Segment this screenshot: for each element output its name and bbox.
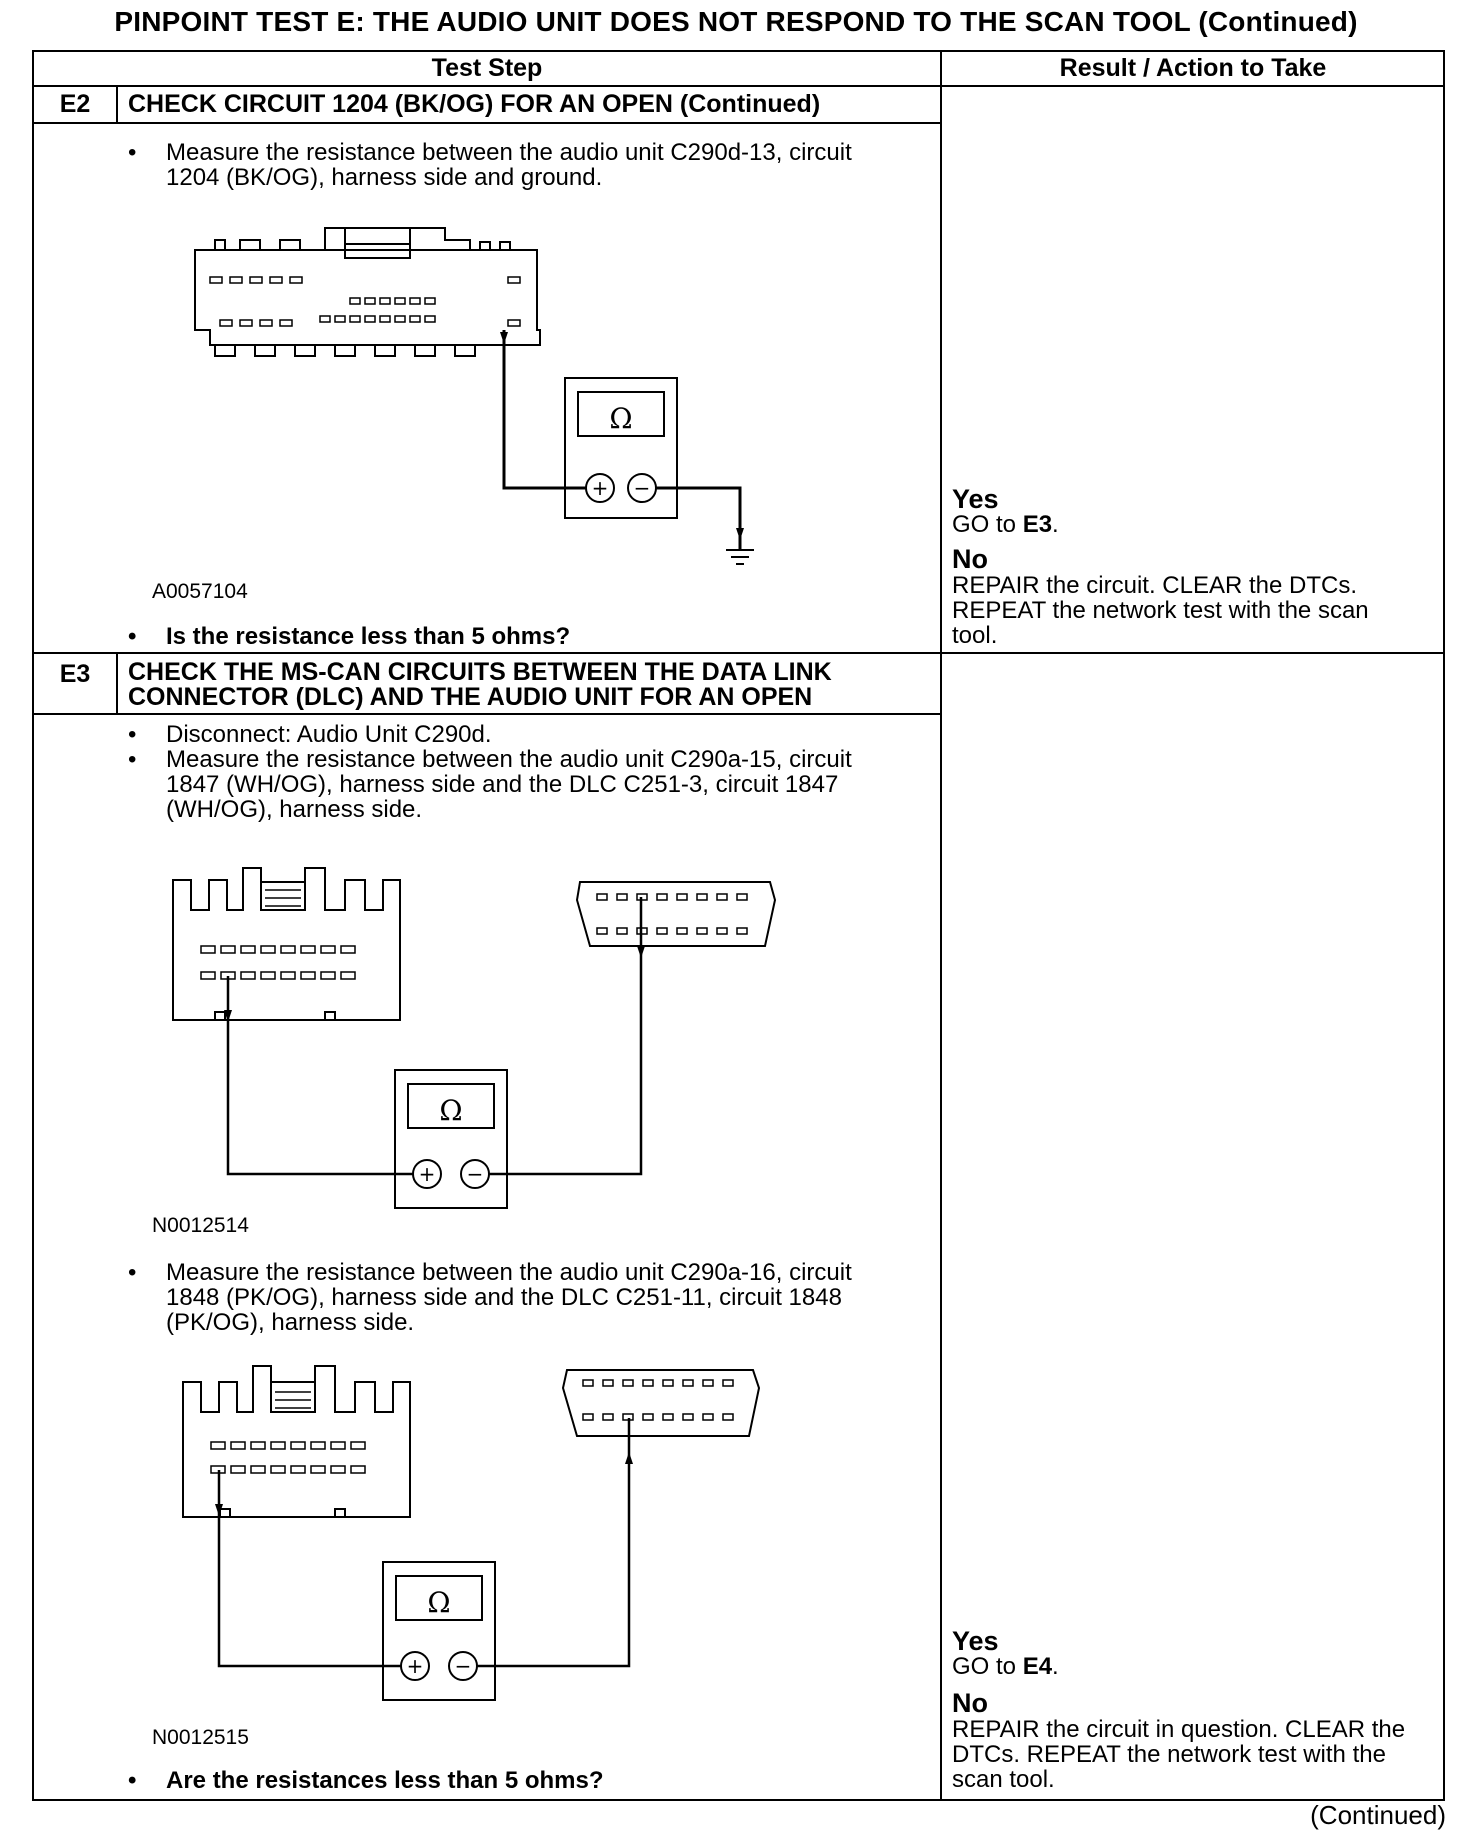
e2-step-id: E2 bbox=[59, 90, 91, 118]
e2-no-line3: tool. bbox=[952, 622, 998, 649]
ohm-symbol: Ω bbox=[609, 402, 632, 435]
continued-note: (Continued) bbox=[1310, 1800, 1446, 1830]
e3-measure1-line3: (WH/OG), harness side. bbox=[166, 796, 423, 823]
column-divider bbox=[940, 50, 942, 1801]
minus-icon: − bbox=[634, 476, 651, 500]
minus-icon: − bbox=[455, 1654, 472, 1678]
plus-icon: + bbox=[407, 1654, 424, 1678]
e2-yes-label: Yes bbox=[952, 484, 999, 514]
test-table bbox=[32, 50, 1445, 1801]
header-result: Result / Action to Take bbox=[1059, 54, 1327, 82]
bullet: • bbox=[128, 139, 137, 166]
e3-question: Are the resistances less than 5 ohms? bbox=[166, 1767, 604, 1794]
e2-question: Is the resistance less than 5 ohms? bbox=[166, 623, 571, 650]
bullet: • bbox=[128, 746, 137, 773]
e2-instruction-line1: Measure the resistance between the audio… bbox=[166, 139, 852, 166]
e3-no-label: No bbox=[952, 1688, 988, 1718]
e3-no-line3: scan tool. bbox=[952, 1766, 1055, 1793]
e3-title-rule bbox=[32, 713, 941, 715]
e3-figure2-id: N0012515 bbox=[152, 1726, 249, 1749]
header-test-step: Test Step bbox=[431, 54, 543, 82]
bullet: • bbox=[128, 721, 137, 748]
e3-yes-target: E4 bbox=[1022, 1653, 1053, 1680]
e2-no-line2: REPEAT the network test with the scan bbox=[952, 597, 1369, 624]
plus-icon: + bbox=[419, 1162, 436, 1186]
bullet: • bbox=[128, 1767, 137, 1794]
e3-measure1-line2: 1847 (WH/OG), harness side and the DLC C… bbox=[166, 771, 839, 798]
ohm-symbol: Ω bbox=[439, 1094, 462, 1127]
e3-step-id: E3 bbox=[59, 660, 91, 688]
e2-wiring-diagram: Ω + − bbox=[194, 227, 754, 565]
e3-no-line1: REPAIR the circuit in question. CLEAR th… bbox=[952, 1716, 1406, 1743]
e2-no-line1: REPAIR the circuit. CLEAR the DTCs. bbox=[952, 572, 1357, 599]
e3-yes-action: GO to E4. bbox=[952, 1653, 1059, 1680]
e3-step-title-line1: CHECK THE MS-CAN CIRCUITS BETWEEN THE DA… bbox=[128, 658, 832, 686]
e2-step-title: CHECK CIRCUIT 1204 (BK/OG) FOR AN OPEN (… bbox=[128, 90, 821, 118]
header-rule bbox=[32, 85, 1445, 87]
bullet: • bbox=[128, 623, 137, 650]
e2-title-rule bbox=[32, 122, 941, 124]
e3-measure2-line2: 1848 (PK/OG), harness side and the DLC C… bbox=[166, 1284, 842, 1311]
e2-yes-action: GO to E3. bbox=[952, 511, 1059, 538]
e2-instruction-line2: 1204 (BK/OG), harness side and ground. bbox=[166, 164, 603, 191]
e2-id-divider bbox=[116, 86, 118, 124]
e3-measure1-line1: Measure the resistance between the audio… bbox=[166, 746, 852, 773]
e2-yes-target: E3 bbox=[1022, 511, 1053, 538]
e3-id-divider bbox=[116, 653, 118, 715]
e3-wiring-diagram-1: Ω + − bbox=[172, 867, 777, 1209]
e3-yes-label: Yes bbox=[952, 1626, 999, 1656]
e2-no-label: No bbox=[952, 544, 988, 574]
e3-step-title-line2: CONNECTOR (DLC) AND THE AUDIO UNIT FOR A… bbox=[128, 683, 813, 711]
page-title: PINPOINT TEST E: THE AUDIO UNIT DOES NOT… bbox=[114, 6, 1358, 37]
e3-figure1-id: N0012514 bbox=[152, 1214, 249, 1237]
e3-disconnect: Disconnect: Audio Unit C290d. bbox=[166, 721, 492, 748]
e3-measure2-line1: Measure the resistance between the audio… bbox=[166, 1259, 852, 1286]
minus-icon: − bbox=[467, 1162, 484, 1186]
e3-no-line2: DTCs. REPEAT the network test with the bbox=[952, 1741, 1386, 1768]
e2-bottom-rule bbox=[32, 652, 1445, 654]
e3-wiring-diagram-2: Ω + − bbox=[182, 1365, 761, 1701]
plus-icon: + bbox=[592, 476, 609, 500]
e2-figure-id: A0057104 bbox=[152, 580, 248, 603]
ohm-symbol: Ω bbox=[427, 1586, 450, 1619]
e3-measure2-line3: (PK/OG), harness side. bbox=[166, 1309, 415, 1336]
bullet: • bbox=[128, 1259, 137, 1286]
